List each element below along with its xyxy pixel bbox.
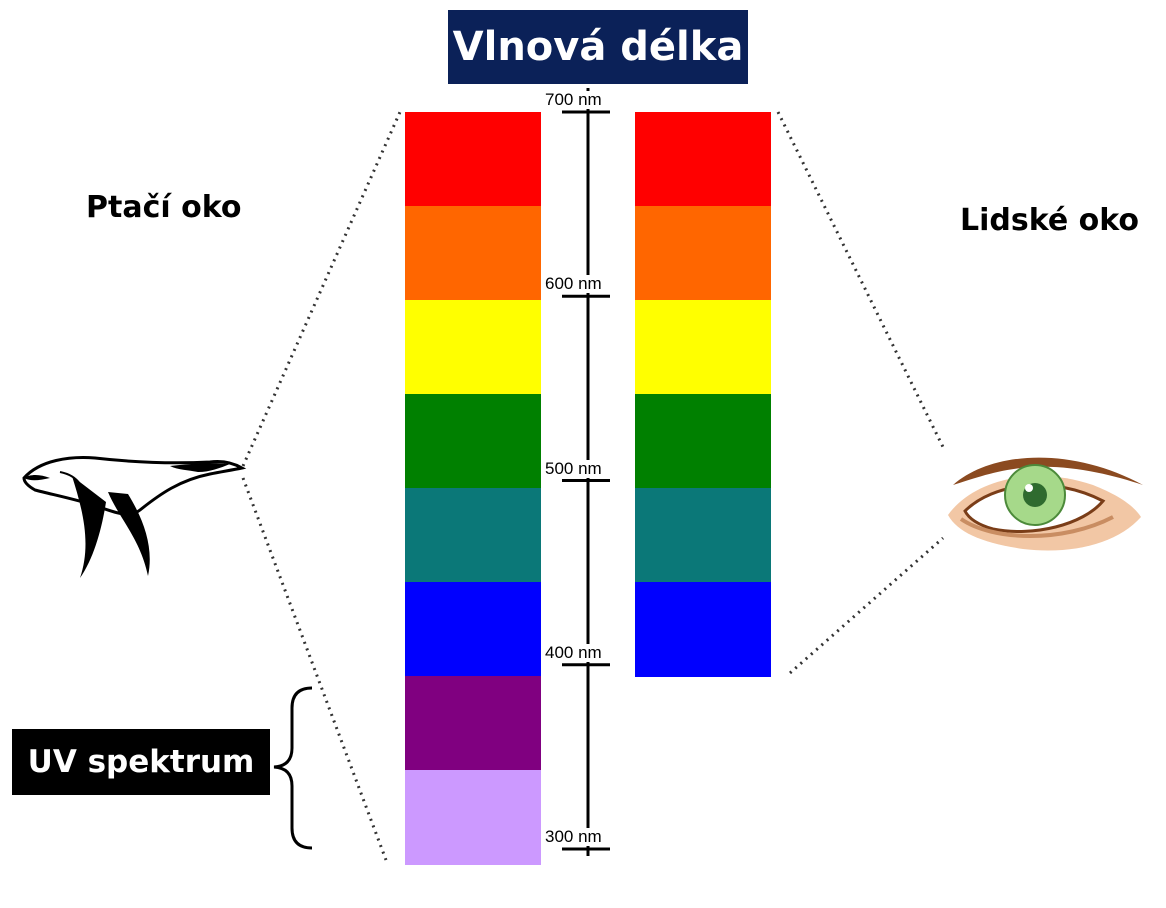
human-spectrum-band-6 bbox=[635, 582, 771, 677]
bird-spectrum-band-6 bbox=[405, 582, 541, 677]
human-guide-top bbox=[776, 111, 945, 448]
tick-label-700: 700 nm bbox=[544, 90, 603, 109]
bird-spectrum-band-1 bbox=[405, 112, 541, 207]
bird-spectrum-band-3 bbox=[405, 300, 541, 395]
human-eye-icon bbox=[943, 445, 1148, 560]
flying-goose-icon bbox=[20, 448, 250, 588]
human-spectrum-band-2 bbox=[635, 206, 771, 301]
tick-label-300: 300 nm bbox=[544, 827, 603, 846]
bird-spectrum-band-2 bbox=[405, 206, 541, 301]
bird-spectrum-band-8 bbox=[405, 770, 541, 865]
human-spectrum-band-1 bbox=[635, 112, 771, 207]
human-eye-label: Lidské oko bbox=[960, 203, 1140, 238]
human-spectrum-band-4 bbox=[635, 394, 771, 489]
tick-label-500: 500 nm bbox=[544, 458, 603, 478]
bird-guide-top bbox=[241, 111, 402, 467]
bird-eye-label: Ptačí oko bbox=[86, 190, 242, 225]
diagram-title: Vlnová délka bbox=[448, 10, 748, 84]
bird-spectrum-band-7 bbox=[405, 676, 541, 771]
tick-label-400: 400 nm bbox=[544, 642, 603, 662]
uv-spectrum-label: UV spektrum bbox=[12, 729, 270, 795]
human-spectrum-band-3 bbox=[635, 300, 771, 395]
tick-label-600: 600 nm bbox=[544, 274, 603, 294]
human-spectrum-band-5 bbox=[635, 488, 771, 583]
human-guide-bottom bbox=[789, 536, 944, 675]
bird-spectrum-band-5 bbox=[405, 488, 541, 583]
tick-marks bbox=[562, 110, 610, 851]
uv-brace bbox=[273, 686, 313, 850]
bird-guide-bottom bbox=[241, 477, 388, 861]
bird-spectrum-band-4 bbox=[405, 394, 541, 489]
